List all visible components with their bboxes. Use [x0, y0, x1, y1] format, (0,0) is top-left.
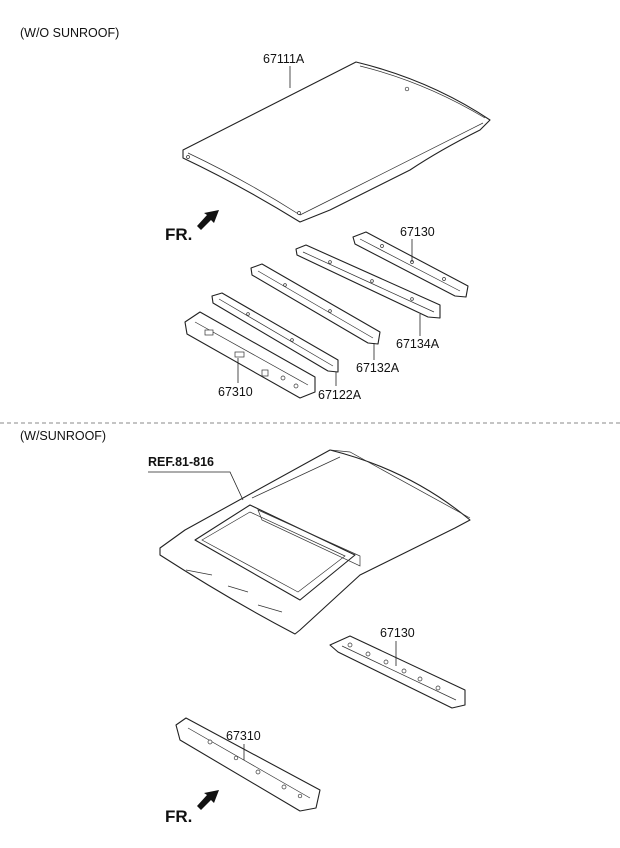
label-reference: REF.81-816 [148, 455, 214, 469]
roof-rail-center [250, 263, 381, 345]
label-rail-front-center: 67122A [318, 388, 362, 402]
front-marker-bottom: FR. [165, 790, 219, 826]
roof-rail-rear [352, 231, 469, 298]
section-heading-with-sunroof: (W/SUNROOF) [20, 429, 106, 443]
label-rail-center: 67132A [356, 361, 400, 375]
roof-rail-front-bottom [175, 717, 321, 812]
front-marker-top-text: FR. [165, 225, 192, 244]
roof-panel [182, 61, 491, 223]
front-arrow-icon [197, 210, 219, 230]
roof-rail-rear-bottom [329, 635, 466, 709]
roof-rail-front-center [211, 292, 339, 373]
front-marker-top: FR. [165, 210, 219, 244]
label-roof-panel: 67111A [263, 52, 305, 66]
roof-rail-rear-center [295, 244, 441, 319]
roof-rail-front [184, 311, 316, 399]
label-rail-front-top: 67310 [218, 385, 253, 399]
leader-reference [148, 471, 244, 501]
label-rail-rear-top: 67130 [400, 225, 435, 239]
roof-panel-sunroof [159, 449, 471, 635]
section-heading-without-sunroof: (W/O SUNROOF) [20, 26, 119, 40]
label-rail-rear-bottom: 67130 [380, 626, 415, 640]
label-rail-front-bottom: 67310 [226, 729, 261, 743]
front-arrow-icon [197, 790, 219, 810]
label-rail-rear-center: 67134A [396, 337, 440, 351]
front-marker-bottom-text: FR. [165, 807, 192, 826]
